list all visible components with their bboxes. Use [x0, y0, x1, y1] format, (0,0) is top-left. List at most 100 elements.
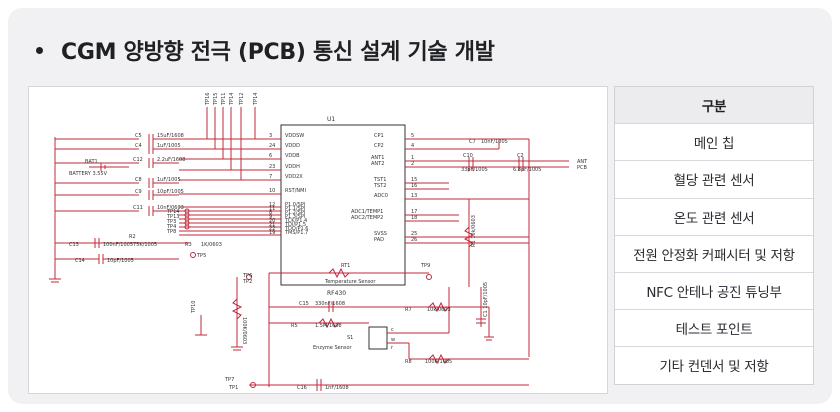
pin-num: 6	[269, 153, 272, 159]
table-row: 기타 컨덴서 및 저항	[615, 346, 813, 383]
pin-name: VDDH	[285, 164, 300, 170]
cap-value: 1uF/1005	[157, 143, 181, 149]
circuit-schematic: U1 RF430 3 VDDSW 24 VDDD 6 VDDB 23 VDDH …	[28, 86, 608, 394]
pin-num: 23	[269, 164, 275, 170]
pin-name: VDDSW	[285, 133, 304, 139]
pin-name: VDDD	[285, 143, 300, 149]
table-row: NFC 안테나 공진 튜닝부	[615, 271, 813, 309]
schematic-svg: U1 RF430 3 VDDSW 24 VDDD 6 VDDB 23 VDDH …	[49, 93, 588, 391]
pin-num: 16	[411, 183, 417, 189]
tp-label: TP3	[166, 219, 176, 225]
pin-num: 8	[269, 210, 272, 216]
sensor-pin: c	[391, 327, 394, 333]
table-row: 테스트 포인트	[615, 309, 813, 346]
table-header: 구분	[615, 87, 813, 124]
tp-label: TP4	[166, 224, 176, 230]
tp-label: TP9	[420, 263, 430, 269]
resistor-value: 1.5M/1608	[315, 323, 342, 329]
pin-num: 2	[411, 161, 414, 167]
pin-num: 5	[411, 133, 414, 139]
table-row: 혈당 관련 센서	[615, 160, 813, 197]
cap-ref: C5	[135, 133, 142, 139]
cap-value: 33pF/1005	[461, 167, 488, 173]
pin-num: 1	[411, 155, 414, 161]
slide-title-text: CGM 양방향 전극 (PCB) 통신 설계 기술 개발	[61, 40, 495, 65]
slide-card: CGM 양방향 전극 (PCB) 통신 설계 기술 개발	[8, 8, 832, 404]
resistor-ref: R7	[405, 307, 412, 313]
sensor-pin: w	[391, 337, 395, 343]
tp-label: TP14	[166, 209, 179, 215]
pin-num: 13	[411, 193, 417, 199]
pin-num: 18	[411, 215, 417, 221]
resistor-value: 1K/0603	[201, 242, 222, 248]
pin-num: 26	[411, 237, 417, 243]
resistor-value: 100K/0603	[241, 317, 247, 344]
pin-name: TMS/P1.7	[284, 230, 308, 236]
tp-label: TP12	[239, 93, 245, 106]
table-row: 온도 관련 센서	[615, 197, 813, 235]
tp-label: TP5	[196, 253, 206, 259]
pin-name: TST2	[373, 183, 386, 189]
tp-label: TP10	[191, 301, 197, 314]
cap-value: 10pF/1005	[157, 189, 184, 195]
cap-ref: C2	[517, 153, 524, 159]
thermistor-ref: RT1	[341, 263, 350, 269]
pin-name: TST1	[373, 177, 386, 183]
pin-name: P1.2/SPI	[285, 210, 305, 216]
cap-ref: C16	[297, 385, 307, 391]
tp-label: TP7	[224, 377, 234, 383]
tp-label: TP11	[221, 93, 227, 106]
cap-ref: C4	[135, 143, 142, 149]
pcb-label: PCB	[577, 165, 588, 171]
cap-ref: C11	[133, 205, 143, 211]
slide-title: CGM 양방향 전극 (PCB) 통신 설계 기술 개발	[32, 34, 495, 66]
pin-name: P1.1/SPI	[285, 206, 305, 212]
pin-num: 10	[269, 188, 275, 194]
pin-name: ADC1/TEMP1	[351, 209, 383, 215]
tp-label: TP13	[166, 214, 179, 220]
pin-name: P1.3/SPI	[285, 214, 305, 220]
pin-name: VDD2X	[285, 174, 303, 180]
cap-ref: C9	[135, 189, 142, 195]
pin-num: 15	[411, 177, 417, 183]
resistor-ref: R2	[129, 234, 136, 240]
sensor-ref: S1	[347, 335, 353, 341]
pin-name: ANT2	[371, 161, 384, 167]
cap-value: 330nF/1608	[315, 301, 345, 307]
cap-ref: C14	[75, 258, 85, 264]
cap-value: 1nF/1608	[325, 385, 349, 391]
tp-label: TP6	[242, 273, 252, 279]
resistor-value: 75K/1005	[133, 242, 157, 248]
cap-ref: C7	[469, 139, 476, 145]
pin-num: 22	[269, 226, 275, 232]
battery-label: BATTERY 3.55V	[69, 171, 108, 177]
cap-value: 10nF/1005	[481, 139, 508, 145]
cap-value: 100nF/1005	[103, 242, 133, 248]
pin-num: 20	[269, 218, 275, 224]
pin-name: TDO/P1.6	[284, 226, 309, 232]
pin-name: SVSS	[374, 231, 387, 237]
tp-label: TP1	[228, 385, 238, 391]
tp-label: TP16	[205, 93, 211, 106]
table-row: 전원 안정화 커패시터 및 저항	[615, 234, 813, 272]
cap-ref: C10	[463, 153, 473, 159]
battery-ref: BAT1	[85, 159, 98, 165]
tp-label: TP14	[229, 93, 235, 106]
cap-ref: C8	[135, 177, 142, 183]
resistor-value: 10k/0603	[427, 307, 451, 313]
tp-label: TP2	[242, 279, 252, 285]
cap-ref: C15	[299, 301, 309, 307]
resistor-ref: R8	[405, 359, 412, 365]
cap-value: 15uF/1608	[157, 133, 184, 139]
pin-name: ANT1	[371, 155, 384, 161]
cap-value: C1 10pF/1005	[483, 282, 489, 317]
temp-sensor-label: Temperature Sensor	[324, 279, 376, 285]
cap-ref: C12	[133, 157, 143, 163]
cap-value: 6.8pF/1005	[513, 167, 541, 173]
pin-num: 19	[269, 230, 275, 236]
cap-value: 1uF/1005	[157, 177, 181, 183]
resistor-ref: R3	[185, 242, 192, 248]
pin-name: CP2	[374, 143, 384, 149]
pin-num: 24	[269, 143, 275, 149]
cap-value: 10pF/1005	[107, 258, 134, 264]
